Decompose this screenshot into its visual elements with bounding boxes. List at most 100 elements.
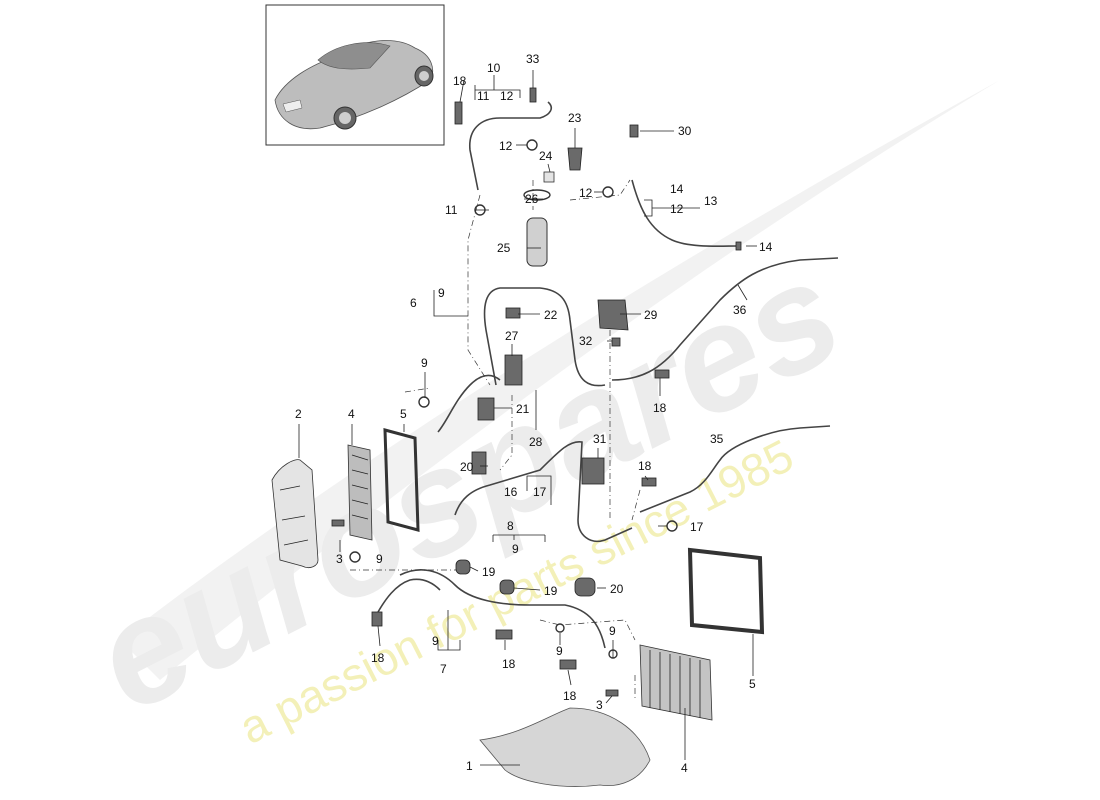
label-12b: 12	[499, 139, 513, 153]
label-26: 26	[525, 192, 539, 206]
label-16: 16	[504, 485, 518, 499]
label-9g: 9	[609, 624, 616, 638]
part-18-bolt-low1	[495, 629, 513, 640]
label-4b: 4	[681, 761, 688, 775]
label-17b: 17	[690, 520, 704, 534]
part-3-bolt-a	[331, 519, 345, 527]
part-18-bolt-right	[654, 369, 670, 379]
pipe-13	[631, 179, 739, 248]
vehicle-thumbnail	[265, 4, 445, 146]
label-23: 23	[568, 111, 582, 125]
part-20-clamp-lower	[574, 577, 596, 597]
label-35: 35	[710, 432, 724, 446]
part-31-block	[581, 457, 605, 485]
car-icon	[274, 40, 434, 130]
label-19a: 19	[482, 565, 496, 579]
label-29: 29	[644, 308, 658, 322]
label-9c: 9	[376, 552, 383, 566]
label-2: 2	[295, 407, 302, 421]
label-30: 30	[678, 124, 692, 138]
part-29-bracket	[597, 299, 629, 331]
label-1: 1	[466, 759, 473, 773]
part-24-cap	[543, 171, 555, 183]
part-20-clamp-upper	[471, 451, 487, 475]
label-9f: 9	[556, 644, 563, 658]
label-7: 7	[440, 662, 447, 676]
label-22: 22	[544, 308, 558, 322]
label-14b: 14	[759, 240, 773, 254]
label-19b: 19	[544, 584, 558, 598]
parts	[271, 87, 765, 787]
label-13: 13	[704, 194, 718, 208]
label-9a: 9	[438, 286, 445, 300]
label-20b: 20	[610, 582, 624, 596]
part-18-bolt-low2	[559, 659, 577, 670]
label-11b: 11	[445, 203, 458, 217]
label-18a: 18	[453, 74, 467, 88]
part-18-bolt-left	[371, 611, 383, 627]
part-14-seal	[735, 241, 742, 251]
callout-labels: 1 2 3 3 4 4 5 5 6 7 8 9 9 9 9 9 9 9 10 1…	[295, 52, 773, 775]
label-24: 24	[539, 149, 553, 163]
label-12a: 12	[500, 89, 514, 103]
label-33: 33	[526, 52, 540, 66]
part-23-valve	[567, 147, 583, 171]
label-12d: 12	[670, 202, 684, 216]
watermark-swoosh	[120, 80, 1000, 680]
part-19-clip-a	[455, 559, 471, 575]
part-12-ring-b	[602, 186, 614, 198]
label-5b: 5	[749, 677, 756, 691]
label-27: 27	[505, 329, 519, 343]
label-18f: 18	[563, 689, 577, 703]
part-33-bolt	[529, 87, 537, 103]
label-3a: 3	[336, 552, 343, 566]
label-9e: 9	[432, 634, 439, 648]
label-14a: 14	[670, 182, 684, 196]
label-5a: 5	[400, 407, 407, 421]
label-20a: 20	[460, 460, 474, 474]
part-5-frame-right	[687, 547, 765, 635]
part-21-clip	[477, 397, 495, 421]
label-12c: 12	[579, 186, 593, 200]
leader-lines	[298, 70, 757, 766]
pipe-36	[611, 257, 839, 381]
pipe-6	[483, 287, 606, 387]
label-21: 21	[516, 402, 530, 416]
part-27-holder	[504, 354, 523, 386]
watermark: eurospares a passion for parts since 198…	[68, 80, 1000, 754]
pipe-35	[639, 425, 831, 513]
label-8: 8	[507, 519, 514, 533]
refrigerant-lines	[377, 101, 839, 649]
label-25: 25	[497, 241, 511, 255]
part-4-condenser-right	[639, 644, 713, 721]
part-18-bolt-top	[454, 101, 463, 125]
pipe-8	[399, 569, 606, 649]
pipe-7	[377, 578, 441, 613]
label-9b: 9	[421, 356, 428, 370]
part-12-ring-a	[526, 139, 538, 151]
label-32: 32	[579, 334, 593, 348]
part-25-receiver-drier	[526, 217, 548, 267]
label-18b: 18	[653, 401, 667, 415]
label-4a: 4	[348, 407, 355, 421]
part-30-pressure-sensor	[629, 124, 639, 138]
label-28: 28	[529, 435, 543, 449]
label-9d: 9	[512, 542, 519, 556]
label-18e: 18	[502, 657, 516, 671]
label-6: 6	[410, 296, 417, 310]
label-18c: 18	[638, 459, 652, 473]
pipe-9-upper	[437, 374, 501, 433]
label-17a: 17	[533, 485, 547, 499]
part-9-ring-b	[349, 551, 361, 563]
pipe-10	[469, 101, 552, 191]
label-11a: 11	[477, 89, 490, 103]
label-36: 36	[733, 303, 747, 317]
label-18d: 18	[371, 651, 385, 665]
part-22-valve	[505, 307, 521, 319]
part-2-duct-panel	[271, 459, 319, 568]
label-31: 31	[593, 432, 607, 446]
part-18-bolt-mid	[641, 477, 657, 487]
part-4-condenser-left	[347, 444, 373, 541]
part-9-ring-a	[418, 396, 430, 408]
